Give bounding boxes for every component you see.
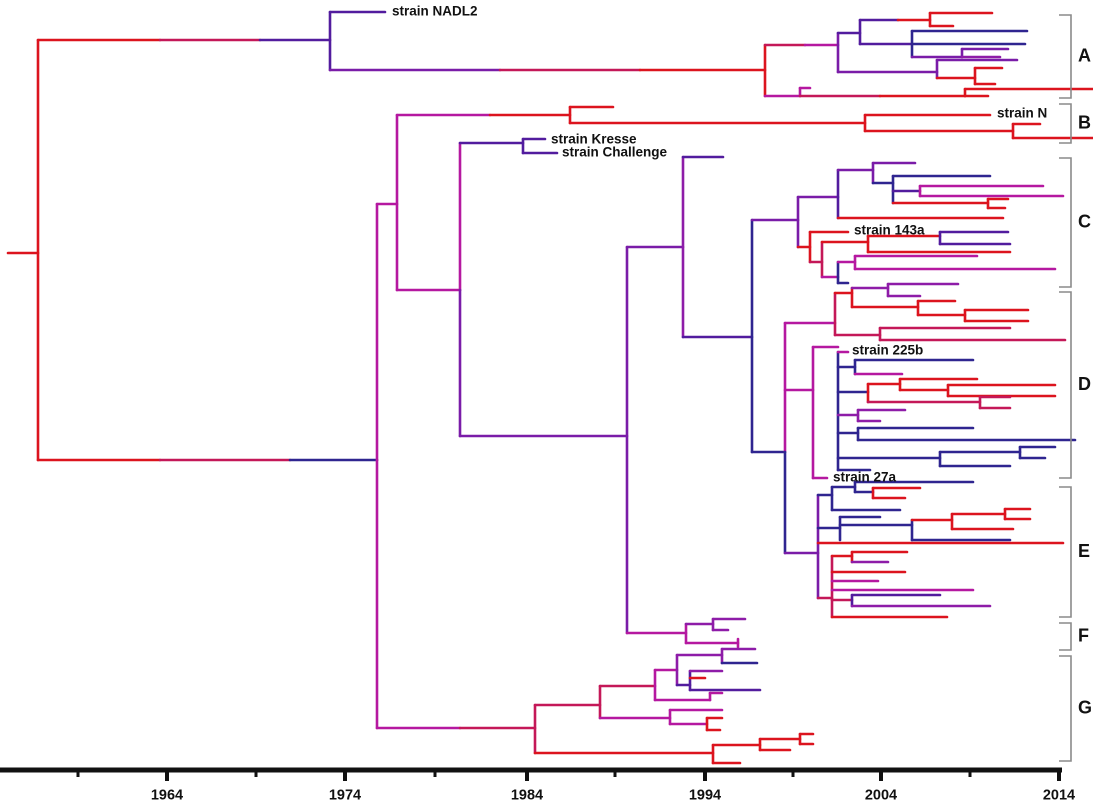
clade-letter: G bbox=[1078, 697, 1092, 717]
clade-letter: B bbox=[1078, 112, 1091, 132]
clade-letter: D bbox=[1078, 374, 1091, 394]
strain-label: strain Kresse bbox=[551, 132, 637, 147]
axis-year-label: 2004 bbox=[865, 788, 897, 800]
strain-label: strain Challenge bbox=[562, 145, 668, 160]
axis-year-label: 1984 bbox=[511, 788, 543, 800]
axis-year-label: 1974 bbox=[329, 788, 361, 800]
clade-letter: F bbox=[1078, 625, 1089, 645]
clade-bracket bbox=[1059, 655, 1072, 762]
clade-letter: A bbox=[1078, 45, 1091, 65]
strain-label: strain 225b bbox=[852, 343, 923, 358]
clade-bracket bbox=[1059, 157, 1072, 288]
clade-bracket bbox=[1059, 291, 1072, 479]
clade-bracket bbox=[1059, 14, 1072, 99]
strain-label: strain 143a bbox=[854, 223, 925, 238]
tree-branches bbox=[6, 10, 1093, 765]
axis-year-label: 1964 bbox=[151, 788, 183, 800]
strain-label: strain N bbox=[997, 106, 1047, 121]
clade-letter: E bbox=[1078, 541, 1090, 561]
axis-year-label: 2014 bbox=[1043, 788, 1075, 800]
clade-bracket bbox=[1059, 103, 1072, 144]
clade-letter: C bbox=[1078, 211, 1091, 231]
clade-bracket bbox=[1059, 622, 1072, 651]
strain-label: strain NADL2 bbox=[392, 4, 478, 19]
strain-label: strain 27a bbox=[833, 470, 897, 485]
clade-bracket bbox=[1059, 486, 1072, 618]
axis-year-label: 1994 bbox=[689, 788, 721, 800]
